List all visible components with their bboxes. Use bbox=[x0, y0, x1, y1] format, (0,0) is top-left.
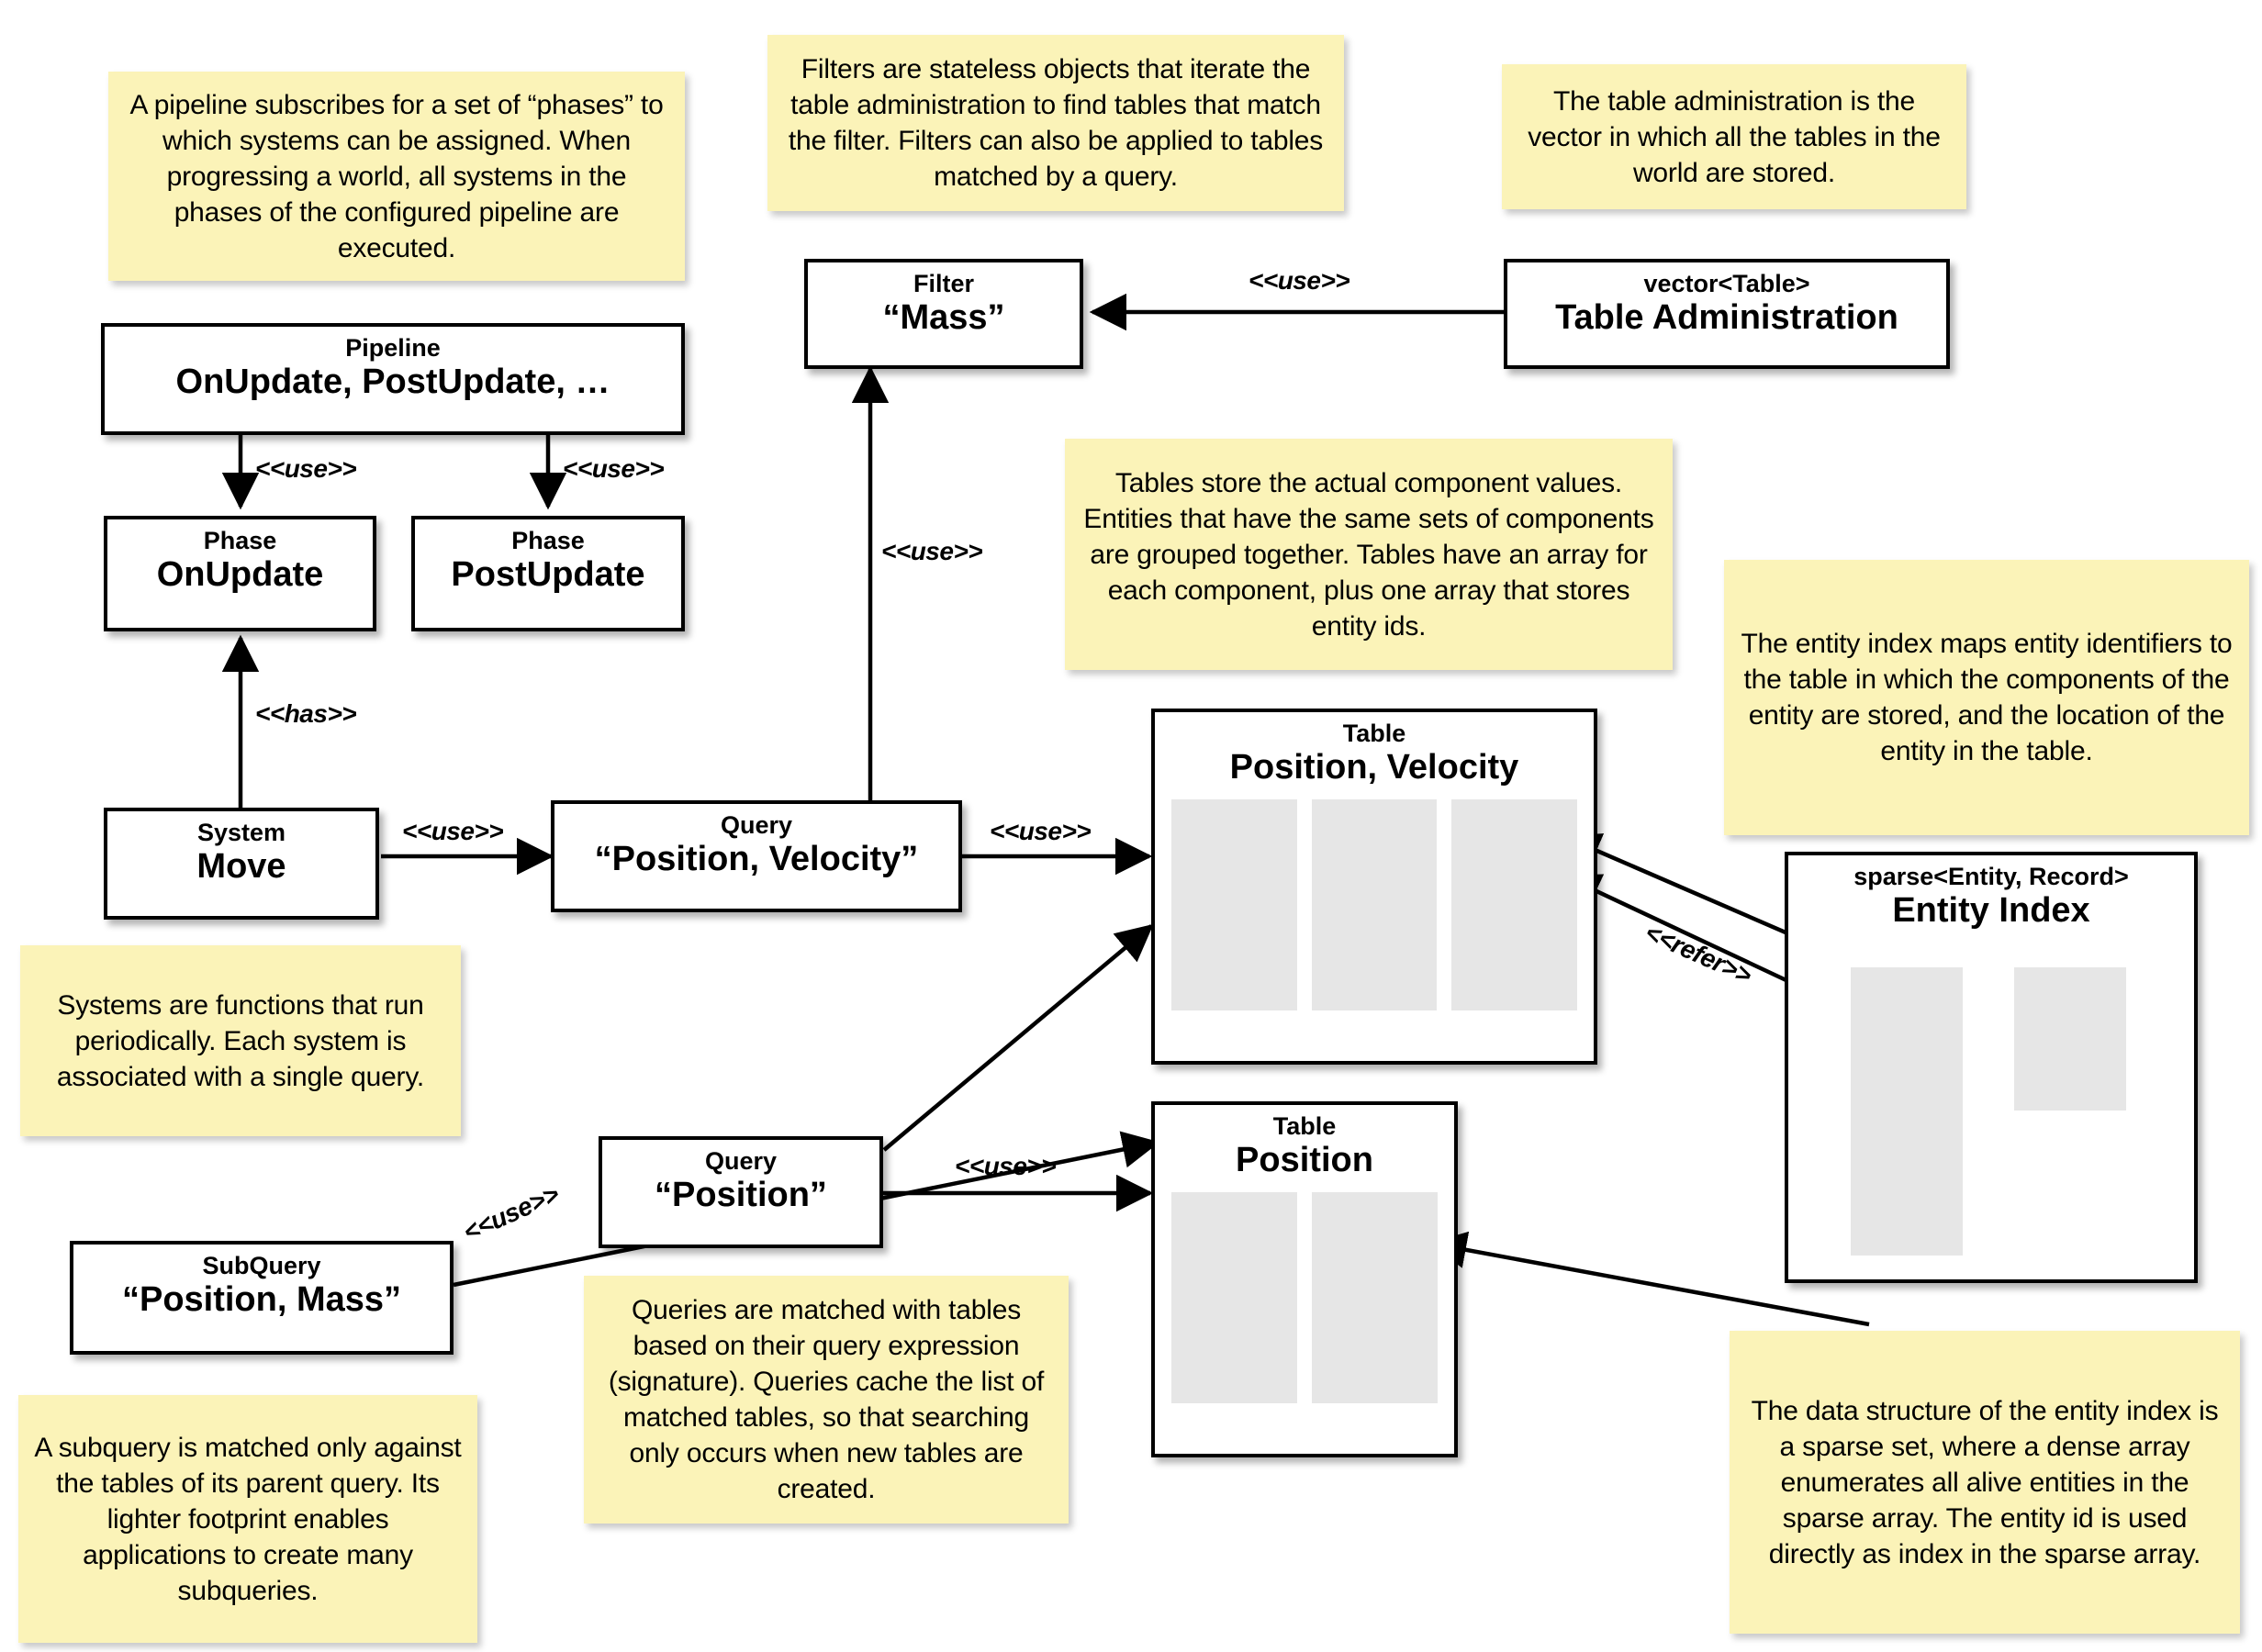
note-table-administration: The table administration is the vector i… bbox=[1502, 64, 1966, 209]
box-table-administration[interactable]: vector<Table> Table Administration bbox=[1504, 259, 1950, 369]
entity-index-sparse-array bbox=[2014, 967, 2126, 1111]
box-query-position-stereotype: Query bbox=[704, 1147, 778, 1175]
box-subquery-position-mass[interactable]: SubQuery “Position, Mass” bbox=[70, 1241, 454, 1355]
box-entity-index[interactable]: sparse<Entity, Record> Entity Index bbox=[1785, 852, 2198, 1283]
note-systems: Systems are functions that run periodica… bbox=[20, 945, 461, 1136]
component-array bbox=[1311, 799, 1438, 1011]
box-table-position-velocity-stereotype: Table bbox=[1342, 720, 1406, 747]
box-phase-onupdate-stereotype: Phase bbox=[203, 527, 277, 554]
note-filter: Filters are stateless objects that itera… bbox=[767, 35, 1344, 211]
entity-index-dense-array bbox=[1851, 967, 1963, 1256]
edge-label-system-query: <<use>> bbox=[402, 817, 504, 845]
box-entity-index-stereotype: sparse<Entity, Record> bbox=[1853, 863, 2129, 890]
note-queries: Queries are matched with tables based on… bbox=[584, 1276, 1069, 1524]
edge-label-system-phase: <<has>> bbox=[255, 699, 357, 728]
edge-label-query-filter: <<use>> bbox=[881, 537, 983, 565]
box-pipeline-title: OnUpdate, PostUpdate, … bbox=[175, 363, 610, 402]
box-phase-onupdate[interactable]: Phase OnUpdate bbox=[104, 516, 376, 631]
box-phase-postupdate-title: PostUpdate bbox=[451, 555, 645, 595]
box-filter-mass-title: “Mass” bbox=[882, 298, 1005, 338]
box-subquery-position-mass-title: “Position, Mass” bbox=[121, 1280, 402, 1320]
table-position-columns bbox=[1155, 1179, 1454, 1454]
box-table-position-velocity-title: Position, Velocity bbox=[1229, 748, 1519, 787]
note-tables: Tables store the actual component values… bbox=[1065, 439, 1673, 670]
box-table-administration-stereotype: vector<Table> bbox=[1643, 270, 1810, 297]
table-position-velocity-columns bbox=[1155, 787, 1594, 1061]
note-subquery: A subquery is matched only against the t… bbox=[18, 1395, 477, 1643]
box-table-position[interactable]: Table Position bbox=[1151, 1101, 1458, 1457]
edge-label-tableadmin-filter: <<use>> bbox=[1249, 266, 1350, 295]
box-table-position-title: Position bbox=[1236, 1141, 1373, 1180]
box-filter-mass-stereotype: Filter bbox=[913, 270, 974, 297]
box-query-position[interactable]: Query “Position” bbox=[599, 1136, 883, 1248]
box-subquery-position-mass-stereotype: SubQuery bbox=[202, 1252, 321, 1279]
box-system-move-stereotype: System bbox=[196, 819, 286, 846]
edge-label-query-table-pv: <<use>> bbox=[990, 817, 1092, 845]
box-query-position-title: “Position” bbox=[655, 1176, 827, 1215]
edge-label-pipeline-onupdate: <<use>> bbox=[255, 454, 357, 483]
edge-label-pipeline-postupdate: <<use>> bbox=[563, 454, 665, 483]
box-phase-postupdate-stereotype: Phase bbox=[511, 527, 585, 554]
note-entity-index: The entity index maps entity identifiers… bbox=[1724, 560, 2249, 835]
box-table-position-stereotype: Table bbox=[1272, 1112, 1337, 1140]
box-entity-index-title: Entity Index bbox=[1892, 891, 2090, 931]
edge-label-subquery-query: <<use>> bbox=[459, 1179, 564, 1247]
box-pipeline[interactable]: Pipeline OnUpdate, PostUpdate, … bbox=[101, 323, 685, 435]
box-pipeline-stereotype: Pipeline bbox=[345, 334, 441, 362]
box-table-position-velocity[interactable]: Table Position, Velocity bbox=[1151, 709, 1597, 1065]
box-phase-onupdate-title: OnUpdate bbox=[156, 555, 324, 595]
box-query-position-velocity-stereotype: Query bbox=[720, 811, 793, 839]
note-sparse-set: The data structure of the entity index i… bbox=[1730, 1331, 2240, 1634]
box-system-move-title: Move bbox=[196, 847, 286, 887]
box-filter-mass[interactable]: Filter “Mass” bbox=[804, 259, 1083, 369]
box-table-administration-title: Table Administration bbox=[1555, 298, 1898, 338]
note-pipeline: A pipeline subscribes for a set of “phas… bbox=[108, 72, 685, 281]
edge-query-position-table-pv bbox=[882, 923, 1154, 1152]
edge-label-query-position-table: <<use>> bbox=[955, 1152, 1057, 1180]
box-phase-postupdate[interactable]: Phase PostUpdate bbox=[411, 516, 685, 631]
entity-id-array bbox=[1312, 1192, 1438, 1404]
box-system-move[interactable]: System Move bbox=[104, 808, 379, 920]
component-array bbox=[1171, 1192, 1297, 1404]
entity-id-array bbox=[1451, 799, 1578, 1011]
box-query-position-velocity[interactable]: Query “Position, Velocity” bbox=[551, 800, 962, 912]
box-query-position-velocity-title: “Position, Velocity” bbox=[594, 840, 919, 879]
edge-label-entityindex-refer: <<refer>> bbox=[1641, 918, 1756, 990]
component-array bbox=[1171, 799, 1297, 1011]
